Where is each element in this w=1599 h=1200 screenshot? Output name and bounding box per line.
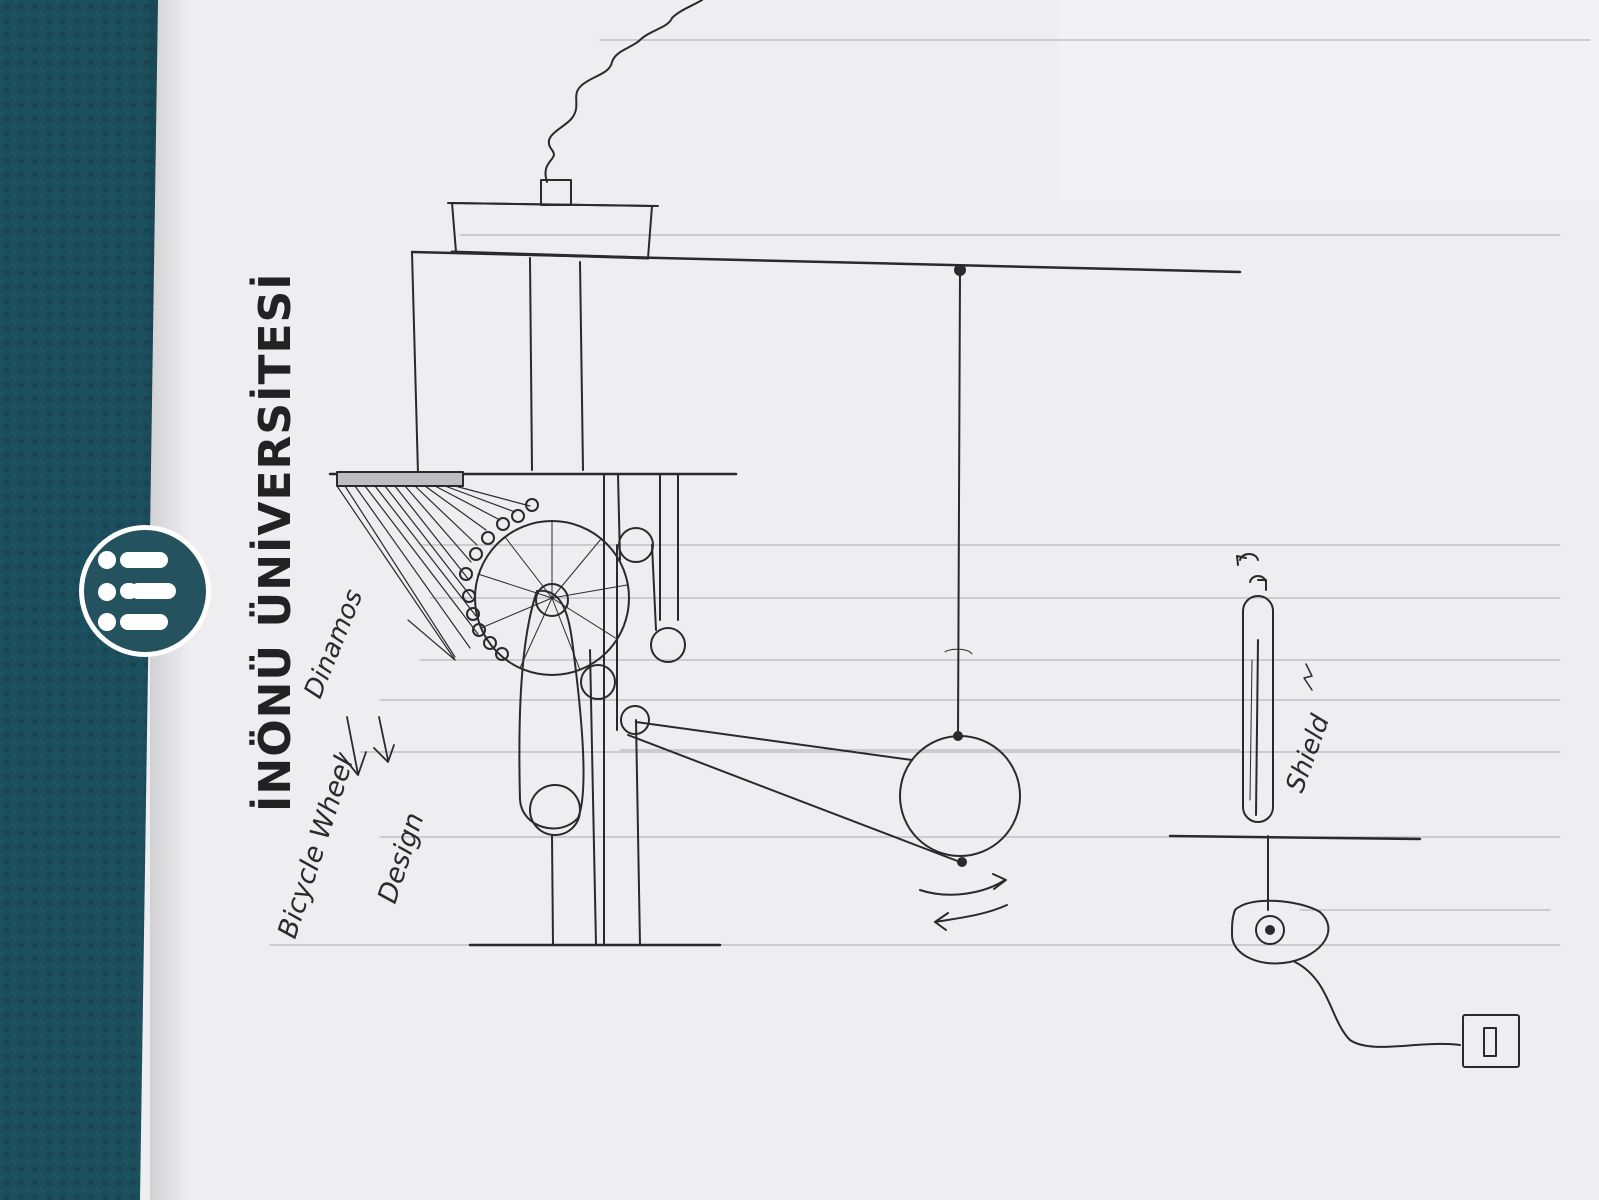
university-logo <box>79 525 211 657</box>
pulley-lower <box>620 705 650 735</box>
paper-sheet <box>140 0 1599 1200</box>
dynamo-wires <box>336 485 531 661</box>
pulley-right <box>650 627 686 663</box>
power-cable <box>1294 961 1461 1048</box>
iuu-monogram-icon <box>98 551 176 631</box>
dynamo-plate <box>336 471 464 487</box>
down-arrows <box>339 716 395 776</box>
main-beam <box>410 250 1242 274</box>
motor <box>1231 899 1330 965</box>
wall-switch-icon <box>1462 1014 1520 1068</box>
rotation-arrows-icon <box>919 873 1008 931</box>
construction-lines <box>269 39 1591 946</box>
university-banner <box>0 0 158 1200</box>
shield <box>1236 553 1274 823</box>
lower-sprocket <box>529 784 581 836</box>
university-name: İNÖNÜ ÜNİVERSİTESİ <box>248 272 301 812</box>
smoke-line <box>544 0 703 183</box>
pulley-middle <box>580 664 616 700</box>
dynamo-rollers <box>459 498 539 661</box>
shield-base <box>1168 834 1422 841</box>
pendulum-rod <box>957 271 961 737</box>
